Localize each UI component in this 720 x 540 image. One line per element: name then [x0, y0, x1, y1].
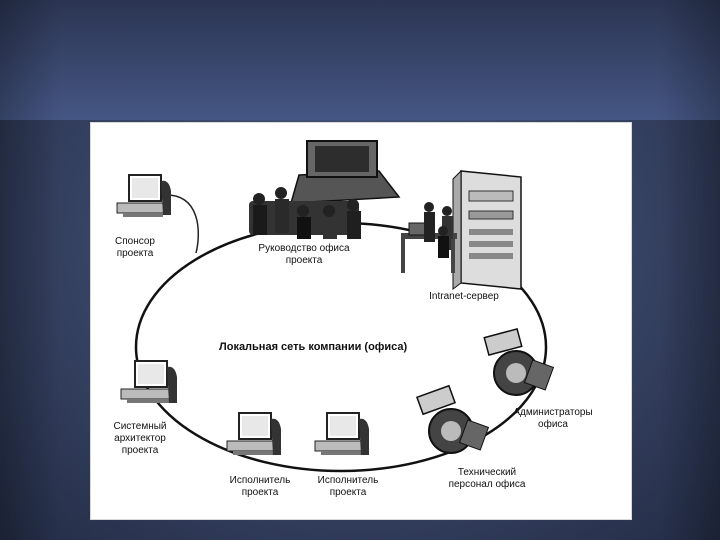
workstation-icon [227, 413, 281, 455]
background-shade-right [660, 0, 720, 540]
sponsor-label: Спонсор проекта [95, 236, 175, 260]
background-band [0, 0, 720, 120]
robot-icon [484, 329, 553, 395]
workstation-icon [121, 361, 177, 403]
architect-label: Системный архитектор проекта [95, 421, 185, 457]
workstation-icon [315, 413, 369, 455]
background-shade-left [0, 0, 60, 540]
robot-icon [417, 386, 488, 453]
server-label: Intranet-сервер [409, 291, 519, 303]
center-label: Локальная сеть компании (офиса) [219, 341, 407, 353]
workstation-icon [117, 175, 171, 217]
tech-staff-label: Технический персонал офиса [427, 467, 547, 491]
diagram-canvas [91, 123, 631, 519]
executor-right-label: Исполнитель проекта [303, 475, 393, 499]
executor-left-label: Исполнитель проекта [215, 475, 305, 499]
network-diagram: Локальная сеть компании (офиса) Спонсор … [90, 122, 632, 520]
admins-label: Администраторы офиса [503, 407, 603, 431]
management-label: Руководство офиса проекта [229, 243, 379, 267]
server-tower-icon [401, 171, 521, 289]
